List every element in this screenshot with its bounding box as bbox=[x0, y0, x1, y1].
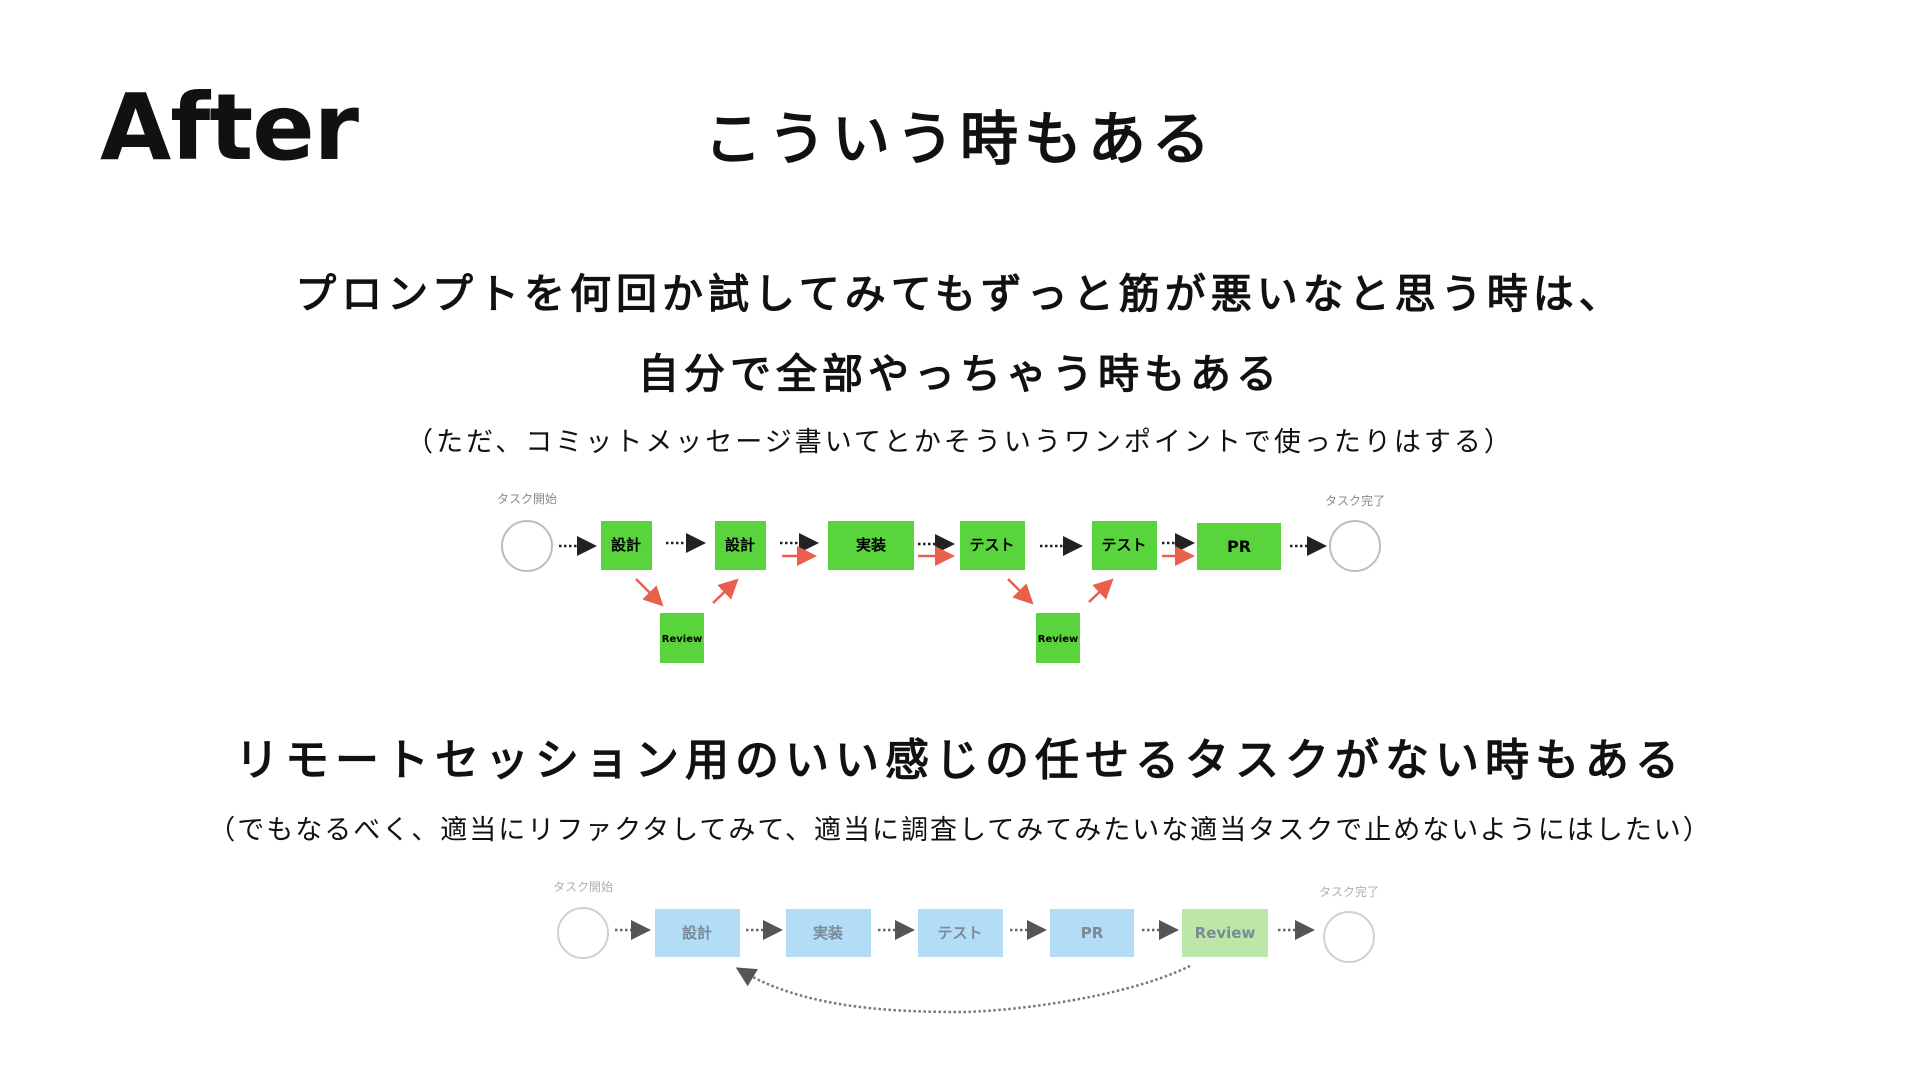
d1-node-design-2 bbox=[715, 521, 766, 570]
d1-start-circle bbox=[501, 520, 553, 572]
d1-start-label: タスク開始 bbox=[497, 492, 557, 506]
d1-node-review-2 bbox=[1036, 613, 1080, 663]
d1-node-pr-label: PR bbox=[1227, 537, 1251, 556]
d1-node-test-2 bbox=[1092, 521, 1157, 570]
d1-node-test-1-label: テスト bbox=[969, 536, 1014, 554]
d1-node-review-1-label: Review bbox=[662, 634, 702, 645]
d1-dotted-arrows bbox=[559, 533, 1327, 556]
d2-start-circle bbox=[557, 907, 609, 959]
d2-node-design bbox=[655, 909, 740, 957]
section2-note: （でもなるべく、適当にリファクタしてみて、適当に調査してみてみたいな適当タスクで… bbox=[208, 815, 1712, 846]
d2-loop-back-arrow bbox=[735, 964, 1191, 1014]
d1-node-impl bbox=[828, 521, 914, 570]
d1-node-test-2-label: テスト bbox=[1101, 536, 1146, 554]
d1-end-circle bbox=[1329, 520, 1381, 572]
d2-start-label: タスク開始 bbox=[553, 880, 613, 894]
d2-node-pr-label: PR bbox=[1081, 924, 1104, 942]
section1-heading-line2: 自分で全部やっちゃう時もある bbox=[638, 350, 1282, 398]
d1-node-design-1-label: 設計 bbox=[611, 536, 641, 554]
d2-end-label: タスク完了 bbox=[1319, 884, 1379, 899]
d1-node-review-2-label: Review bbox=[1038, 634, 1078, 645]
d1-node-test-1 bbox=[960, 521, 1025, 570]
d2-node-pr bbox=[1050, 909, 1134, 957]
section2-heading: リモートセッション用のいい感じの任せるタスクがない時もある bbox=[235, 735, 1685, 786]
section1-note: （ただ、コミットメッセージ書いてとかそういうワンポイントで使ったりはする） bbox=[406, 427, 1514, 458]
d2-node-impl-label: 実装 bbox=[813, 924, 844, 942]
d2-node-review-label: Review bbox=[1195, 924, 1256, 942]
section1-heading-line1: プロンプトを何回か試してみてもずっと筋が悪いなと思う時は、 bbox=[295, 270, 1625, 318]
d1-node-review-1 bbox=[660, 613, 704, 663]
d1-end-label: タスク完了 bbox=[1325, 493, 1385, 508]
d2-node-review bbox=[1182, 909, 1268, 957]
d2-node-test-label: テスト bbox=[937, 924, 982, 942]
d2-node-design-label: 設計 bbox=[682, 924, 712, 942]
d1-red-arrows bbox=[635, 546, 1195, 607]
d2-end-circle bbox=[1323, 911, 1375, 963]
slide-label: After bbox=[100, 74, 359, 181]
d1-node-design-2-label: 設計 bbox=[725, 536, 755, 554]
d1-node-design-1 bbox=[601, 521, 652, 570]
d2-node-impl bbox=[786, 909, 871, 957]
d1-node-pr bbox=[1197, 523, 1281, 570]
d2-node-test bbox=[918, 909, 1003, 957]
slide-title: こういう時もある bbox=[703, 105, 1216, 173]
d1-node-impl-label: 実装 bbox=[856, 536, 887, 554]
